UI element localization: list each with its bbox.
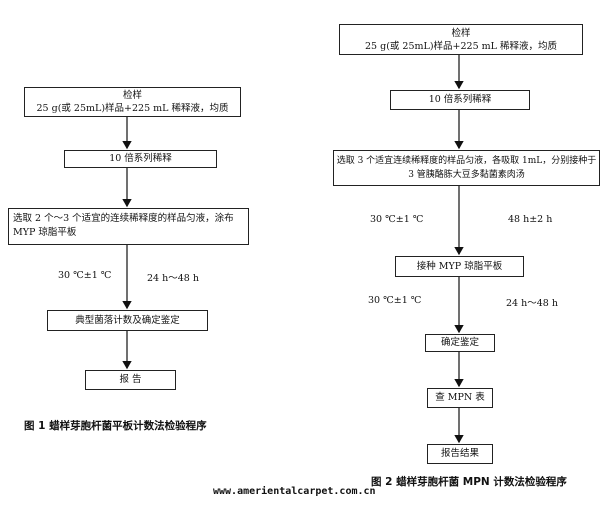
- fig2-confirm-box: 确定鉴定: [425, 334, 495, 352]
- fig1-plate-box: 选取 2 个～3 个适宜的连续稀释度的样品匀液，涂布 MYP 琼脂平板: [8, 208, 249, 245]
- fig2-myp-box: 接种 MYP 琼脂平板: [395, 256, 524, 277]
- fig1-dilution-label: 10 倍系列稀释: [109, 153, 172, 164]
- fig2-caption: 图 2 蜡样芽胞杆菌 MPN 计数法检验程序: [371, 476, 567, 488]
- fig1-report-box: 报 告: [85, 370, 176, 390]
- fig1-dilution-box: 10 倍系列稀释: [64, 150, 217, 168]
- fig2-inoc-line2: 3 管胰酪胨大豆多黏菌素肉汤: [408, 170, 525, 180]
- fig2-cond1-time: 48 h±2 h: [508, 214, 553, 225]
- fig1-report-label: 报 告: [119, 374, 142, 385]
- fig1-plate-line1: 选取 2 个～3 个适宜的连续稀释度的样品匀液，涂布: [13, 213, 234, 224]
- fig1-cond-temp: 30 ℃±1 ℃: [58, 270, 112, 281]
- fig1-sample-title: 检样: [122, 90, 142, 101]
- fig2-mpn-label: 查 MPN 表: [435, 392, 485, 403]
- fig2-result-label: 报告结果: [440, 448, 479, 459]
- fig2-cond2-temp: 30 ℃±1 ℃: [368, 295, 422, 306]
- fig2-mpn-box: 查 MPN 表: [427, 388, 493, 408]
- fig2-inoc-line1: 选取 3 个适宜连续稀释度的样品匀液，各吸取 1mL，分别接种于: [336, 156, 597, 166]
- fig1-sample-desc: 25 g(或 25mL)样品+225 mL 稀释液，均质: [36, 103, 229, 114]
- fig1-sample-box: 检样 25 g(或 25mL)样品+225 mL 稀释液，均质: [24, 87, 241, 117]
- fig1-cond-time: 24 h～48 h: [147, 273, 199, 284]
- fig2-result-box: 报告结果: [427, 444, 493, 464]
- fig2-inoc-box: 选取 3 个适宜连续稀释度的样品匀液，各吸取 1mL，分别接种于 3 管胰酪胨大…: [333, 150, 600, 186]
- fig1-count-label: 典型菌落计数及确定鉴定: [75, 314, 180, 326]
- fig2-sample-box: 检样 25 g(或 25mL)样品+225 mL 稀释液，均质: [339, 24, 583, 55]
- fig1-caption: 图 1 蜡样芽胞杆菌平板计数法检验程序: [24, 420, 207, 432]
- fig2-confirm-label: 确定鉴定: [440, 337, 479, 348]
- fig2-cond2-time: 24 h～48 h: [506, 298, 558, 309]
- fig2-dilution-box: 10 倍系列稀释: [390, 90, 530, 110]
- fig1-count-box: 典型菌落计数及确定鉴定: [47, 310, 208, 331]
- fig1-plate-line2: MYP 琼脂平板: [13, 227, 77, 238]
- fig2-sample-desc: 25 g(或 25mL)样品+225 mL 稀释液，均质: [365, 40, 557, 52]
- fig2-myp-label: 接种 MYP 琼脂平板: [416, 260, 503, 272]
- fig2-dilution-label: 10 倍系列稀释: [428, 94, 492, 105]
- watermark: www.amerientalcarpet.com.cn: [213, 486, 376, 497]
- fig2-sample-title: 检样: [451, 27, 471, 39]
- fig2-cond1-temp: 30 ℃±1 ℃: [370, 214, 424, 225]
